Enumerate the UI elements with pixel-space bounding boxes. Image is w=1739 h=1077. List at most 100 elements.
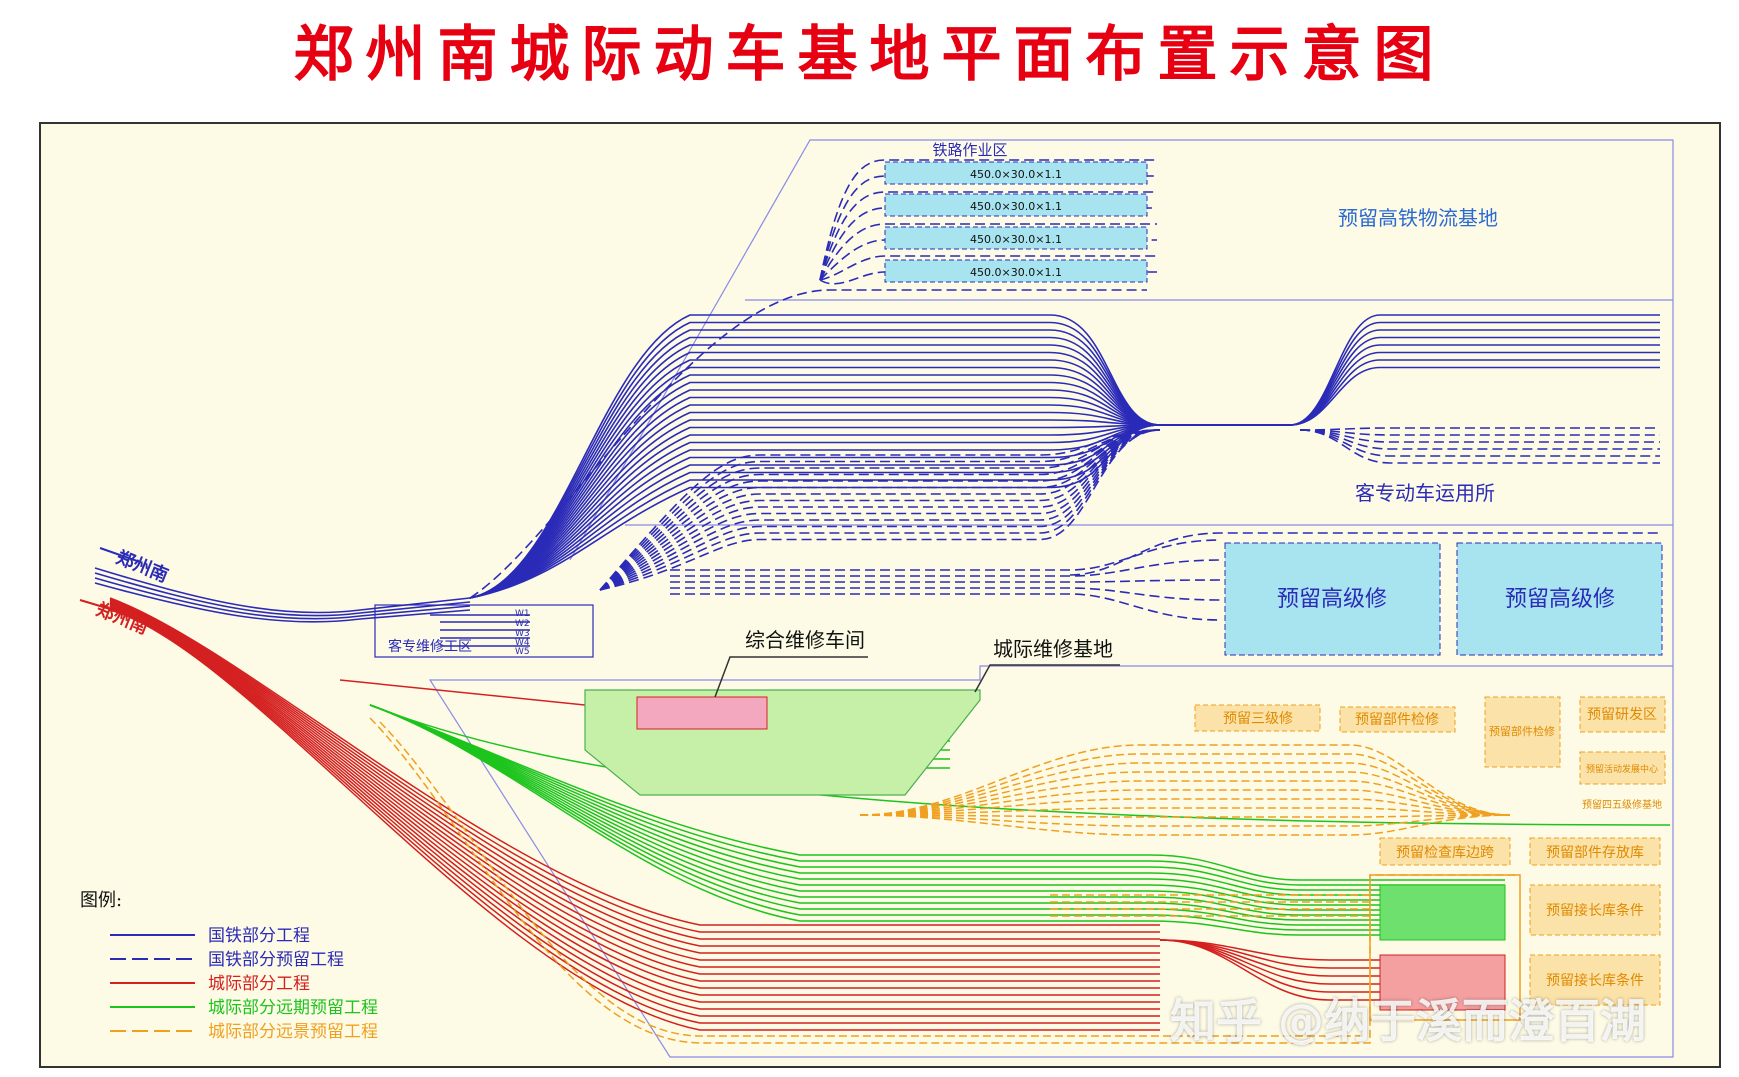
- vision-reserve-blocks: 预留三级修 预留部件检修 预留部件检修 预留研发区 预留活动发展中心 预留四五级…: [1194, 696, 1666, 1006]
- intercity-track: [109, 608, 1160, 1024]
- depot-track: [469, 344, 1161, 599]
- advanced-repair-track: [670, 559, 1221, 577]
- depot-track: [469, 411, 1161, 599]
- depot-track: [469, 424, 1161, 599]
- platform-rect: [884, 226, 1148, 250]
- legend-label: 国铁部分工程: [208, 926, 310, 946]
- depot-track: [469, 321, 1161, 599]
- intercity-track: [109, 598, 1160, 940]
- component-storage-box: [1529, 837, 1661, 866]
- label-level3-repair: 预留三级修: [1223, 711, 1293, 727]
- depot-track: [469, 314, 1161, 599]
- reserve-depot-track: [599, 429, 1161, 591]
- level3-repair-box: [1194, 704, 1321, 732]
- page-title: 郑州南城际动车基地平面布置示意图: [293, 20, 1446, 90]
- intercity-track: [109, 606, 1160, 1003]
- advanced-repair-track: [670, 579, 1221, 583]
- depot-track: [469, 419, 1161, 599]
- platform-label: 450.0×30.0×1.1: [970, 168, 1062, 181]
- platform-track: [819, 255, 1157, 281]
- extension-condition-box-2: [1529, 954, 1661, 1006]
- future-track: [369, 704, 1505, 936]
- depot-track: [469, 424, 1161, 599]
- passenger-maintenance-area-box: [374, 604, 594, 658]
- depot-exit-track: [1160, 366, 1660, 426]
- red-shed: [1379, 954, 1506, 1011]
- mainline-track: [94, 567, 471, 614]
- label-component-repair: 预留部件检修: [1355, 712, 1439, 728]
- reserve-depot-track: [599, 429, 1161, 591]
- component-maintenance-box: [1484, 696, 1561, 768]
- label-extension-condition-1: 预留接长库条件: [1546, 902, 1644, 919]
- depot-track: [469, 329, 1161, 599]
- reserve-depot-track: [599, 429, 1161, 591]
- intercity-tracks: [109, 597, 1505, 1031]
- advanced-repair-track: [670, 539, 1221, 571]
- vision-track: [859, 814, 1511, 827]
- label-advanced-repair-1: 预留高级修: [1277, 587, 1387, 612]
- w-track-label: W2: [515, 619, 530, 629]
- vision-track: [859, 753, 1511, 816]
- vision-track: [859, 762, 1511, 816]
- inspection-track-box: [1379, 837, 1511, 866]
- reserve-exit-track: [1299, 429, 1660, 443]
- label-passenger-emu-depot: 客专动车运用所: [1355, 481, 1495, 505]
- future-track: [369, 704, 1505, 896]
- platform-label: 450.0×30.0×1.1: [970, 200, 1062, 213]
- depot-track: [469, 336, 1161, 599]
- vision-track: [859, 771, 1511, 816]
- reserve-depot-track: [599, 429, 1161, 591]
- activity-center-box: [1579, 751, 1666, 785]
- depot-track: [469, 351, 1161, 599]
- advanced-repair-block-1: [1224, 542, 1441, 656]
- label-activity-center: 预留活动发展中心: [1586, 763, 1658, 775]
- reserve-exit-track: [1299, 429, 1660, 464]
- intercity-track: [109, 606, 1160, 1010]
- green-shed: [1379, 884, 1506, 941]
- depot-track: [469, 404, 1161, 599]
- platform-rect: [884, 193, 1148, 217]
- w-track: [430, 614, 530, 647]
- platform-label: 450.0×30.0×1.1: [970, 266, 1062, 279]
- advanced-repair-track: [1069, 532, 1660, 576]
- reserve-depot-track: [599, 429, 1161, 591]
- reserve-exit-track: [1299, 429, 1660, 436]
- future-track: [369, 704, 1505, 926]
- depot-track: [469, 381, 1161, 599]
- future-track: [369, 704, 1505, 931]
- platform-track: [819, 175, 1157, 281]
- future-track: [369, 704, 1505, 901]
- intercity-track: [109, 607, 1160, 1017]
- legend-heading: 图例:: [80, 890, 122, 911]
- intercity-track: [109, 604, 1160, 989]
- advanced-repair-block-2: [1456, 542, 1663, 656]
- future-track: [369, 704, 1505, 906]
- depot-track: [469, 424, 1161, 599]
- reserve-depot-track: [599, 429, 1161, 591]
- intercity-shed-track: [1159, 939, 1505, 1001]
- legend-label: 城际部分远期预留工程: [208, 998, 378, 1018]
- reserve-depot-track: [599, 429, 1161, 591]
- label-inspection-track: 预留检查库边跨: [1396, 845, 1494, 861]
- reserve-exit-track: [1299, 429, 1660, 457]
- mainline-track: [94, 582, 471, 623]
- advanced-repair-track: [670, 587, 1221, 601]
- platform-rect: [884, 259, 1148, 283]
- label-hsr-logistics-base: 预留高铁物流基地: [1338, 206, 1498, 230]
- intercity-track: [109, 602, 1160, 968]
- w-track-label: W5: [515, 647, 530, 657]
- label-passenger-maintenance-area: 客专维修工区: [388, 638, 472, 655]
- platform-track: [819, 207, 1157, 281]
- future-track: [369, 704, 1505, 921]
- shed-outline: [1369, 874, 1521, 1021]
- intercity-track: [109, 597, 1160, 926]
- reserve-exit-track: [1299, 427, 1660, 431]
- reserve-depot-track: [599, 429, 1161, 591]
- rnd-area-box: [1579, 696, 1666, 733]
- vision-loop-track: [369, 717, 1520, 1044]
- legend: 图例: 国铁部分工程国铁部分预留工程城际部分工程城际部分远期预留工程城际部分远景…: [80, 890, 378, 1042]
- label-component-storage: 预留部件存放库: [1546, 845, 1644, 861]
- site-boundary: [428, 139, 1674, 1058]
